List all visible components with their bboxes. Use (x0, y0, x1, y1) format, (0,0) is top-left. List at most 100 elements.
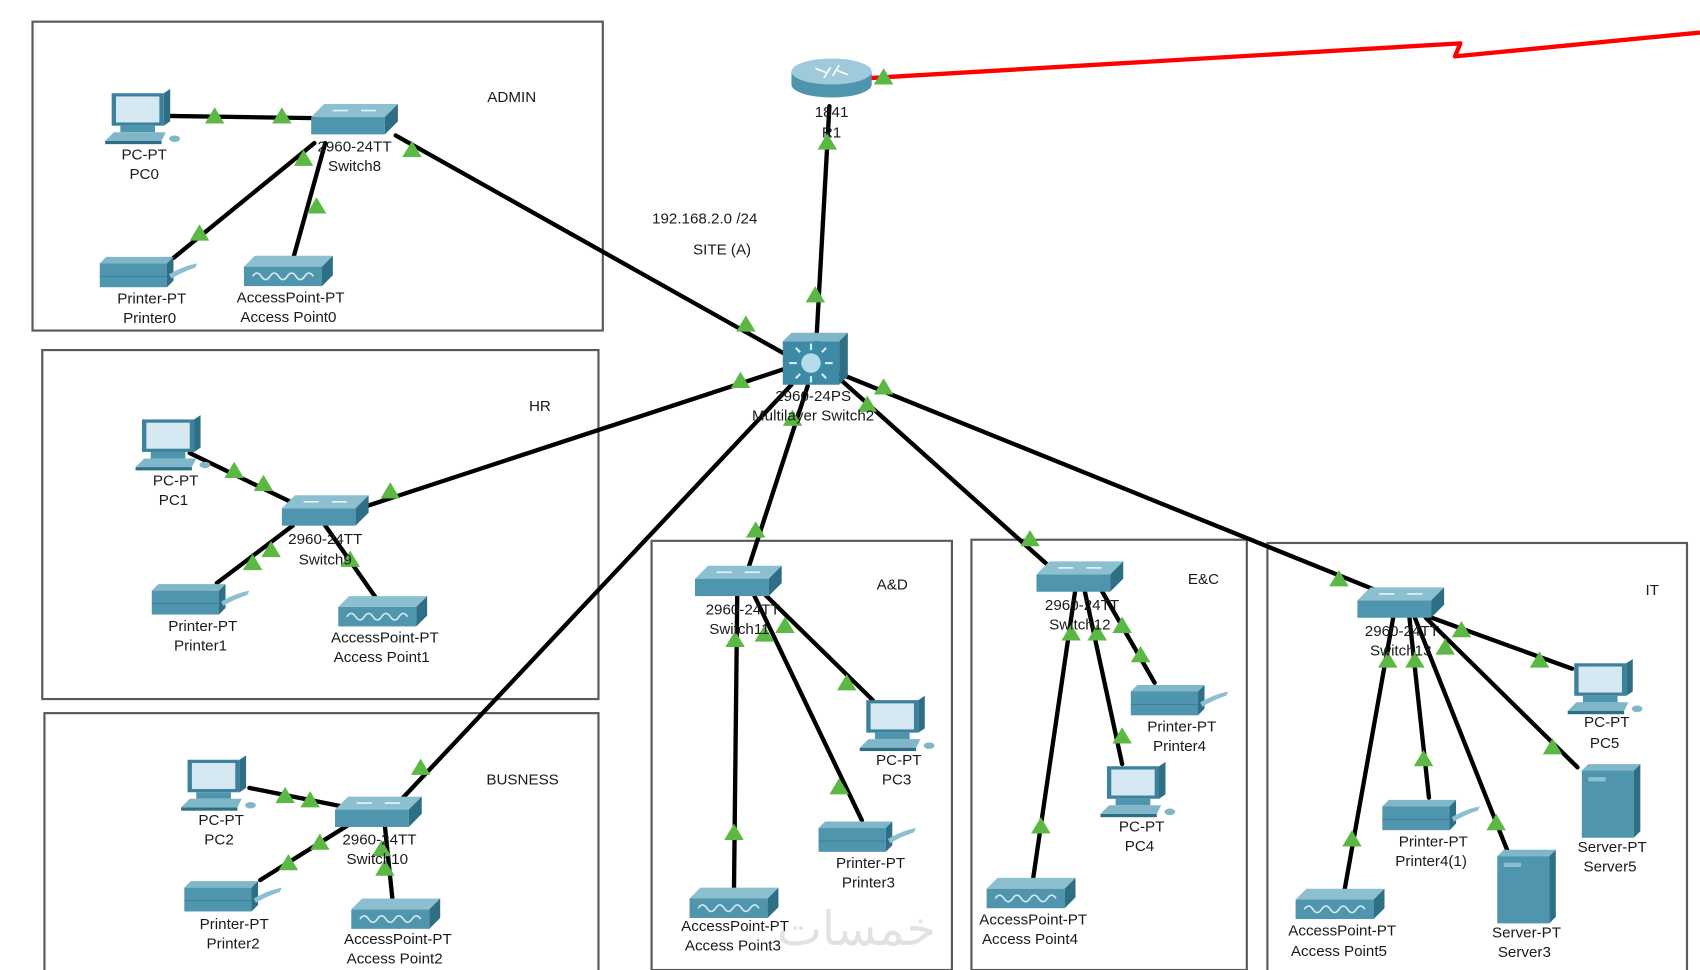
zone-label-asd: A&D (877, 577, 908, 594)
device-name: Access Point4 (982, 931, 1078, 948)
port-up-icon (310, 833, 330, 850)
device-name: Printer0 (123, 310, 176, 327)
link-sw10-pc2[interactable] (247, 785, 350, 810)
port-up-icon (253, 474, 274, 491)
link-sw10-pr2[interactable] (258, 823, 350, 883)
access-point-icon (688, 886, 780, 919)
device-model: AccessPoint-PT (237, 289, 345, 306)
device-ap0[interactable]: AccessPoint-PT Access Point0 (237, 254, 345, 326)
device-pr1[interactable]: Printer-PT Printer1 (151, 583, 250, 654)
link-sw8-pr0[interactable] (171, 140, 317, 261)
link-sw13-pr41[interactable] (1407, 615, 1432, 800)
device-model: Printer-PT (836, 855, 905, 872)
devices: 1841 R1 2960-24PS Multilayer Switch2 296… (99, 57, 1647, 967)
switch-icon (310, 103, 399, 136)
printer-icon (1130, 684, 1229, 716)
switch-icon (1035, 560, 1125, 593)
device-sw9[interactable]: 2960-24TT Switch9 (281, 494, 370, 569)
zone-label-admin: ADMIN (487, 89, 536, 106)
link-sw9-pr1[interactable] (214, 523, 295, 586)
watermark: خمسات (777, 902, 936, 957)
device-sw8[interactable]: 2960-24TT Switch8 (310, 103, 399, 175)
device-pr2[interactable]: Printer-PT Printer2 (183, 880, 283, 952)
device-name: Access Point5 (1291, 943, 1387, 960)
device-model: 2960-24TT (342, 831, 416, 848)
zone-hr[interactable] (41, 348, 600, 701)
device-pc5[interactable]: PC-PT PC5 (1567, 658, 1643, 752)
pc-icon (1100, 761, 1176, 818)
device-pc3[interactable]: PC-PT PC3 (859, 695, 935, 789)
device-sw12[interactable]: 2960-24TT Switch12 (1035, 560, 1125, 634)
device-name: Switch13 (1370, 643, 1432, 660)
serial-link-r1-wan[interactable] (870, 30, 1700, 81)
device-model: AccessPoint-PT (1288, 922, 1396, 939)
device-model: 2960-24TT (706, 602, 780, 619)
device-ap2[interactable]: AccessPoint-PT Access Point2 (344, 897, 452, 967)
link-ms2-sw11[interactable] (745, 383, 810, 572)
pc-icon (1567, 658, 1643, 715)
link-ms2-sw10[interactable] (396, 382, 794, 805)
device-ap5[interactable]: AccessPoint-PT Access Point5 (1288, 887, 1396, 960)
zone-it[interactable] (1266, 541, 1689, 970)
site-note: SITE (A) (693, 242, 751, 259)
switch-icon (281, 494, 370, 527)
pc-icon (181, 755, 256, 811)
link-sw11-pc3[interactable] (762, 591, 875, 703)
device-name: PC4 (1125, 838, 1154, 855)
device-model: Printer-PT (200, 916, 269, 933)
device-name: Server5 (1583, 858, 1636, 875)
device-model: Printer-PT (117, 290, 186, 307)
link-sw12-pc4[interactable] (1082, 586, 1125, 767)
device-name: R1 (822, 125, 841, 142)
link-sw13-srv3[interactable] (1412, 615, 1510, 852)
zone-business[interactable] (43, 712, 600, 970)
device-sw13[interactable]: 2960-24TT Switch13 (1356, 586, 1445, 660)
device-ap4[interactable]: AccessPoint-PT Access Point4 (979, 877, 1087, 948)
zone-label-it: IT (1646, 582, 1659, 599)
device-pr0[interactable]: Printer-PT Printer0 (99, 256, 198, 327)
link-ms2-sw9[interactable] (361, 366, 789, 510)
zone-admin[interactable] (31, 20, 604, 332)
device-r1[interactable]: 1841 R1 (790, 57, 873, 142)
switch-icon (694, 564, 783, 597)
device-ap3[interactable]: AccessPoint-PT Access Point3 (681, 886, 789, 955)
device-pc1[interactable]: PC-PT PC1 (135, 415, 211, 509)
device-model: 2960-24TT (1365, 623, 1439, 640)
port-up-icon (805, 286, 826, 303)
switch-icon (334, 795, 423, 828)
port-up-icon (1542, 738, 1563, 755)
printer-icon (183, 880, 283, 913)
device-name: Printer4(1) (1395, 853, 1467, 870)
link-sw12-pr4[interactable] (1098, 586, 1157, 685)
link-ms2-sw13[interactable] (838, 371, 1380, 593)
zone-asd[interactable] (650, 539, 953, 970)
port-up-icon (1342, 830, 1362, 847)
device-model: AccessPoint-PT (331, 630, 439, 647)
link-ms2-sw8[interactable] (393, 133, 794, 360)
device-ms2[interactable]: 2960-24PS Multilayer Switch2 (752, 331, 874, 425)
device-name: Switch10 (347, 851, 409, 868)
device-sw11[interactable]: 2960-24TT Switch11 (694, 564, 783, 638)
device-model: Printer-PT (168, 618, 237, 635)
link-sw13-pc5[interactable] (1423, 613, 1575, 671)
device-model: PC-PT (1119, 818, 1164, 835)
device-model: Server-PT (1578, 839, 1647, 856)
device-srv3[interactable]: Server-PT Server3 (1492, 849, 1561, 961)
zone-ec[interactable] (970, 538, 1248, 970)
device-pc4[interactable]: PC-PT PC4 (1100, 761, 1176, 855)
device-pr41[interactable]: Printer-PT Printer4(1) (1381, 799, 1481, 870)
device-srv5[interactable]: Server-PT Server5 (1578, 764, 1647, 875)
port-up-icon (1020, 529, 1040, 547)
device-pc0[interactable]: PC-PT PC0 (105, 88, 180, 183)
link-sw8-pc0[interactable] (165, 113, 317, 121)
multilayer-switch-icon (781, 331, 849, 386)
link-sw11-pr3[interactable] (751, 591, 865, 823)
device-pc2[interactable]: PC-PT PC2 (181, 755, 256, 848)
link-sw8-ap0[interactable] (290, 140, 328, 263)
device-pr3[interactable]: Printer-PT Printer3 (818, 820, 917, 892)
device-pr4[interactable]: Printer-PT Printer4 (1130, 684, 1229, 755)
link-sw10-ap2[interactable] (382, 823, 395, 902)
device-ap1[interactable]: AccessPoint-PT Access Point1 (331, 595, 439, 666)
device-sw10[interactable]: 2960-24TT Switch10 (334, 795, 423, 868)
